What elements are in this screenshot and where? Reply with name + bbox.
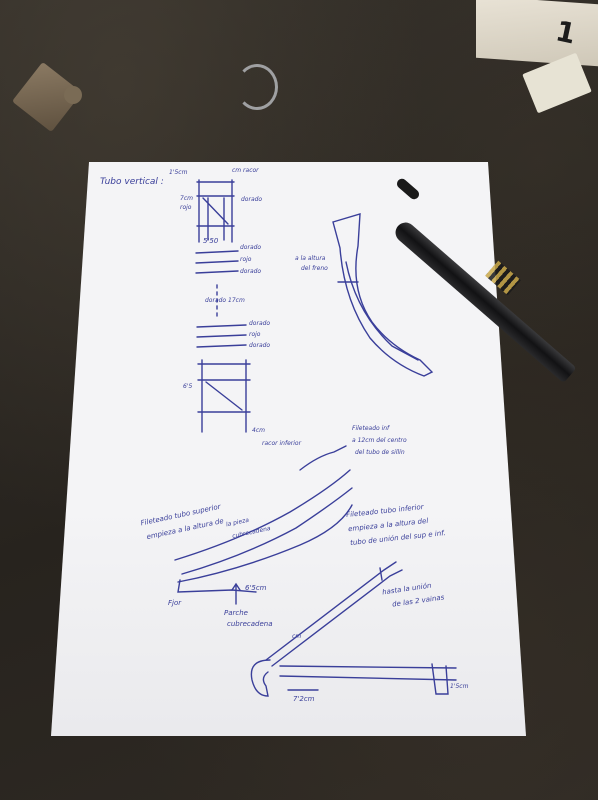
note-patch-2: cubrecadena [227, 620, 273, 628]
note-side-rojo: rojo [180, 204, 192, 211]
ring-4 [196, 324, 247, 328]
dropout-hook [250, 659, 271, 697]
ring-6 [196, 344, 247, 348]
note-stack-rojo: rojo [240, 256, 252, 263]
note-stack-dorado: dorado [240, 244, 262, 251]
note-fjor: Fjor [168, 599, 182, 607]
ring-3 [195, 270, 239, 274]
note-dim-bottom-1: 7'2cm [293, 695, 315, 703]
note-seatstay-2: del freno [301, 265, 328, 272]
note-stack2-dorado-2: dorado [249, 342, 271, 349]
bottom-stay-upper [279, 665, 457, 669]
note-dim-bottom-3: cm [292, 633, 302, 640]
note-stack2-dorado: dorado [249, 320, 271, 327]
note-patch-1: Parche [224, 609, 248, 617]
note-lower-dim: 6'5 [183, 383, 193, 390]
chainstay-upper-inner [181, 487, 353, 575]
chainstay-end [299, 445, 347, 471]
sketch-title: Tubo vertical : [100, 177, 164, 187]
stay-lower [271, 569, 403, 667]
stay-upper [265, 561, 397, 661]
note-top-ref: cm racor [232, 167, 259, 174]
seatstay-outline [332, 213, 434, 377]
note-stack2-rojo: rojo [249, 331, 261, 338]
note-chainstay-1: Fileteado inf [352, 425, 390, 432]
wire-ring [236, 64, 278, 110]
note-dim-6cm: 6'5cm [245, 584, 267, 592]
note-top-dim: 1'5cm [169, 169, 188, 176]
ring-5 [196, 334, 247, 338]
tube-bottom-diag [205, 381, 243, 411]
note-chainstay-3: del tubo de sillín [355, 449, 405, 456]
arrow-patch [231, 582, 241, 605]
note-dim-bottom-2: 1'5cm [450, 683, 469, 690]
bottom-dropout [431, 663, 449, 695]
chainstay-upper-outer [174, 469, 351, 561]
note-stack-dorado-2: dorado [240, 268, 262, 275]
note-middle-label: dorado 17cm [205, 297, 245, 304]
note-chainstay-2: a 12cm del centro [352, 437, 407, 444]
seatstay-inner [345, 261, 419, 361]
wood-knob [64, 86, 82, 104]
note-seatstay-1: a la altura [295, 255, 326, 262]
note-lower-ref: racor inferior [262, 440, 302, 447]
note-dorado-1: dorado [241, 196, 263, 203]
note-mid-dim: 5'50 [203, 237, 219, 245]
ring-2 [195, 260, 239, 264]
chainstay-drop [177, 579, 257, 593]
note-side-7cm: 7cm [180, 195, 193, 202]
bottom-stay-lower [279, 675, 457, 681]
chainstay-lower-outer [177, 504, 353, 583]
ring-1 [195, 250, 239, 254]
note-lower-4cm: 4cm [252, 427, 265, 434]
arrow-stay [379, 567, 383, 581]
